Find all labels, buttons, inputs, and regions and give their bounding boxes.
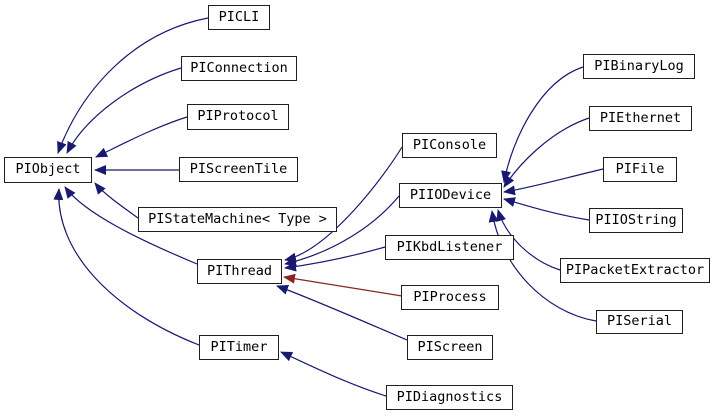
node-piconsole[interactable]: PIConsole <box>402 133 497 158</box>
node-piscreen[interactable]: PIScreen <box>407 335 493 360</box>
edge-piiodevice-to-pithread <box>284 195 400 267</box>
node-pibinarylog[interactable]: PIBinaryLog <box>583 54 695 79</box>
node-piconnection[interactable]: PIConnection <box>181 56 297 81</box>
edge-piprotocol-to-piobject <box>95 116 188 158</box>
node-pifile[interactable]: PIFile <box>603 157 677 182</box>
node-pistatemachine[interactable]: PIStateMachine< Type > <box>138 207 337 232</box>
node-piserial[interactable]: PISerial <box>596 310 683 334</box>
node-piscreentile[interactable]: PIScreenTile <box>179 157 298 182</box>
node-picli[interactable]: PICLI <box>208 5 270 30</box>
edge-piscreen-to-pithread <box>276 285 408 341</box>
edge-piiostring-to-piiodevice <box>503 197 590 221</box>
edge-piconsole-to-pithread <box>284 146 403 263</box>
edge-pidiagnostics-to-pitimer <box>280 351 387 397</box>
edge-pistatemachine-to-piobject <box>94 182 139 219</box>
node-pikbdlistener[interactable]: PIKbdListener <box>385 235 514 260</box>
edge-piserial-to-piiodevice <box>488 210 597 322</box>
node-piobject[interactable]: PIObject <box>4 157 92 183</box>
edge-picli-to-piobject <box>57 17 209 154</box>
edge-piconnection-to-piobject <box>66 67 182 154</box>
node-piprotocol[interactable]: PIProtocol <box>187 104 289 130</box>
edge-pitimer-to-piobject <box>53 188 200 346</box>
node-pipacketextractor[interactable]: PIPacketExtractor <box>560 258 710 283</box>
edge-piprocess-to-pithread <box>283 273 403 297</box>
node-pidiagnostics[interactable]: PIDiagnostics <box>386 385 513 410</box>
edge-pifile-to-piiodevice <box>503 168 604 196</box>
node-pithread[interactable]: PIThread <box>197 259 282 284</box>
node-piiostring[interactable]: PIIOString <box>589 208 683 233</box>
edge-piethernet-to-piiodevice <box>503 117 590 188</box>
edge-pikbdlistener-to-pithread <box>284 246 386 272</box>
edge-pibinarylog-to-piiodevice <box>501 66 584 183</box>
edge-pipacketextractor-to-piiodevice <box>496 209 561 271</box>
edge-pithread-to-piobject <box>64 186 198 265</box>
node-piprocess[interactable]: PIProcess <box>401 285 499 310</box>
node-pitimer[interactable]: PITimer <box>199 335 279 360</box>
node-piiodevice[interactable]: PIIODevice <box>399 183 502 208</box>
node-piethernet[interactable]: PIEthernet <box>589 106 692 131</box>
